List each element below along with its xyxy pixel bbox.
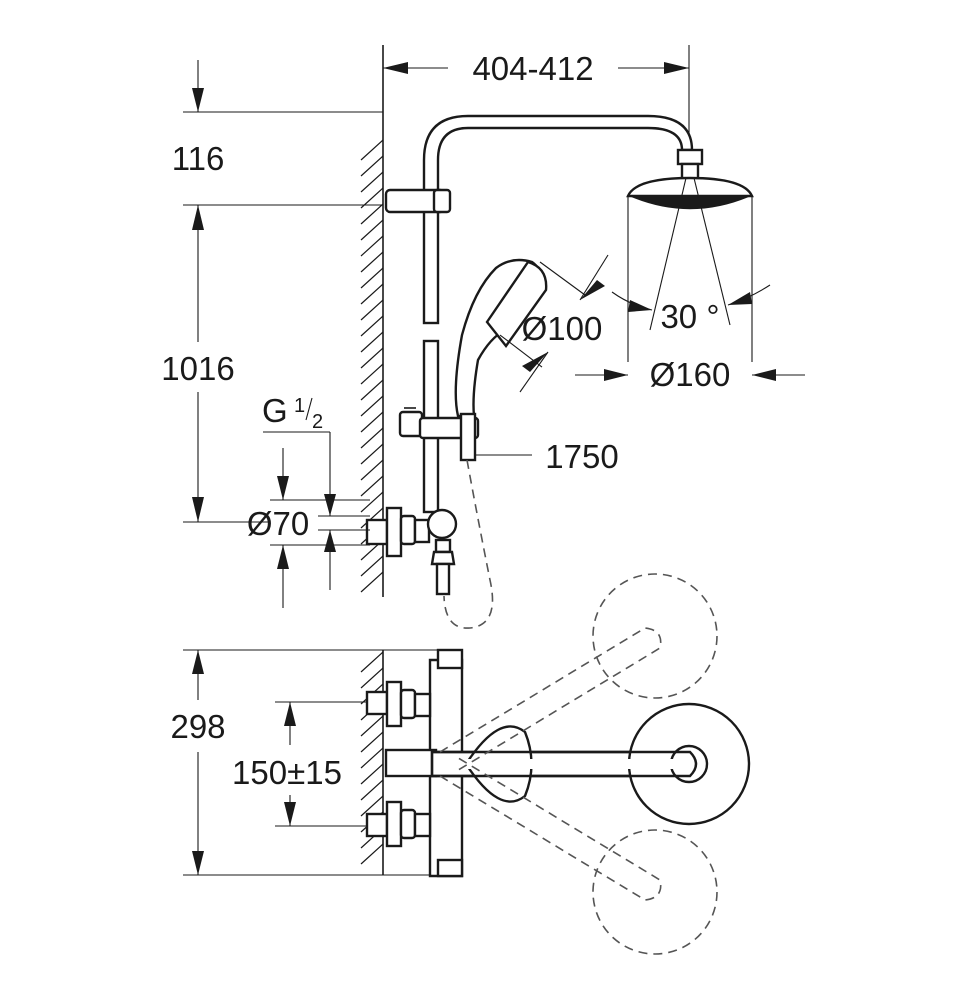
wall-hatch-line bbox=[360, 379, 384, 401]
label-arm-length: 404-412 bbox=[472, 50, 593, 87]
wall-hatch-line bbox=[360, 475, 384, 497]
dimension-labels: 404-412 116 1016 G 1 2 Ø70 Ø100 Ø160 30 … bbox=[161, 50, 730, 791]
hand-shower bbox=[454, 254, 609, 462]
wall-hatch-line bbox=[360, 235, 384, 257]
label-thread-den: 2 bbox=[312, 411, 323, 433]
wall-hatch-line bbox=[360, 171, 384, 193]
wall-hatch-line bbox=[360, 571, 384, 593]
wall-hatch-line bbox=[360, 331, 384, 353]
wall-hatch-line bbox=[360, 795, 384, 817]
wall-hatch-line bbox=[360, 779, 384, 801]
wall-hatch-line bbox=[360, 715, 384, 737]
wall-hatch-line bbox=[360, 763, 384, 785]
shower-head-face bbox=[631, 194, 749, 210]
label-head-shower-diameter: Ø160 bbox=[650, 356, 731, 393]
wall-hatch-line bbox=[360, 667, 384, 689]
label-hose-length: 1750 bbox=[545, 438, 618, 475]
dimension-lines-top bbox=[183, 45, 690, 523]
wall-hatch-line bbox=[360, 251, 384, 273]
overhead-shower-head bbox=[611, 148, 771, 362]
wall-hatch-line bbox=[360, 443, 384, 465]
wall-hatch-line bbox=[360, 731, 384, 753]
label-thread-num: 1 bbox=[294, 395, 305, 417]
plan-view bbox=[183, 573, 751, 955]
wall-hatch-line bbox=[360, 747, 384, 769]
label-top-offset: 116 bbox=[172, 140, 225, 177]
wall-elevation bbox=[360, 45, 384, 597]
label-spray-angle: 30 ° bbox=[660, 298, 719, 335]
shower-rail bbox=[384, 188, 480, 514]
wall-hatch-line bbox=[360, 411, 384, 433]
wall-hatch-line bbox=[360, 267, 384, 289]
head-diameter-arrows bbox=[575, 369, 805, 381]
wall-hatch-line bbox=[360, 555, 384, 577]
wall-hatch-line bbox=[360, 491, 384, 513]
wall-hatch-line bbox=[360, 315, 384, 337]
wall-hatch-line bbox=[360, 203, 384, 225]
label-thread-g: G bbox=[262, 392, 288, 429]
wall-hatch-line bbox=[360, 299, 384, 321]
wall-hatch-line bbox=[360, 283, 384, 305]
wall-hatch-line bbox=[360, 155, 384, 177]
label-mixer-depth: 298 bbox=[170, 708, 225, 745]
wall-hatch-line bbox=[360, 139, 384, 161]
wall-hatch-line bbox=[360, 219, 384, 241]
wall-hatch-line bbox=[360, 395, 384, 417]
shower-hose bbox=[443, 459, 494, 629]
wall-hatch-line bbox=[360, 427, 384, 449]
label-hand-shower-diameter: Ø100 bbox=[522, 310, 603, 347]
wall-hatch-line bbox=[360, 507, 384, 529]
wall-hatch-line bbox=[360, 843, 384, 865]
mixer-elevation bbox=[263, 431, 458, 608]
wall-hatch-line bbox=[360, 363, 384, 385]
label-inlet-spacing: 150±15 bbox=[232, 754, 342, 791]
label-escutcheon-diameter: Ø70 bbox=[247, 505, 309, 542]
wall-hatch-line bbox=[360, 347, 384, 369]
wall-hatch-line bbox=[360, 459, 384, 481]
label-rail-height: 1016 bbox=[161, 350, 234, 387]
wall-hatch-line bbox=[360, 651, 384, 673]
